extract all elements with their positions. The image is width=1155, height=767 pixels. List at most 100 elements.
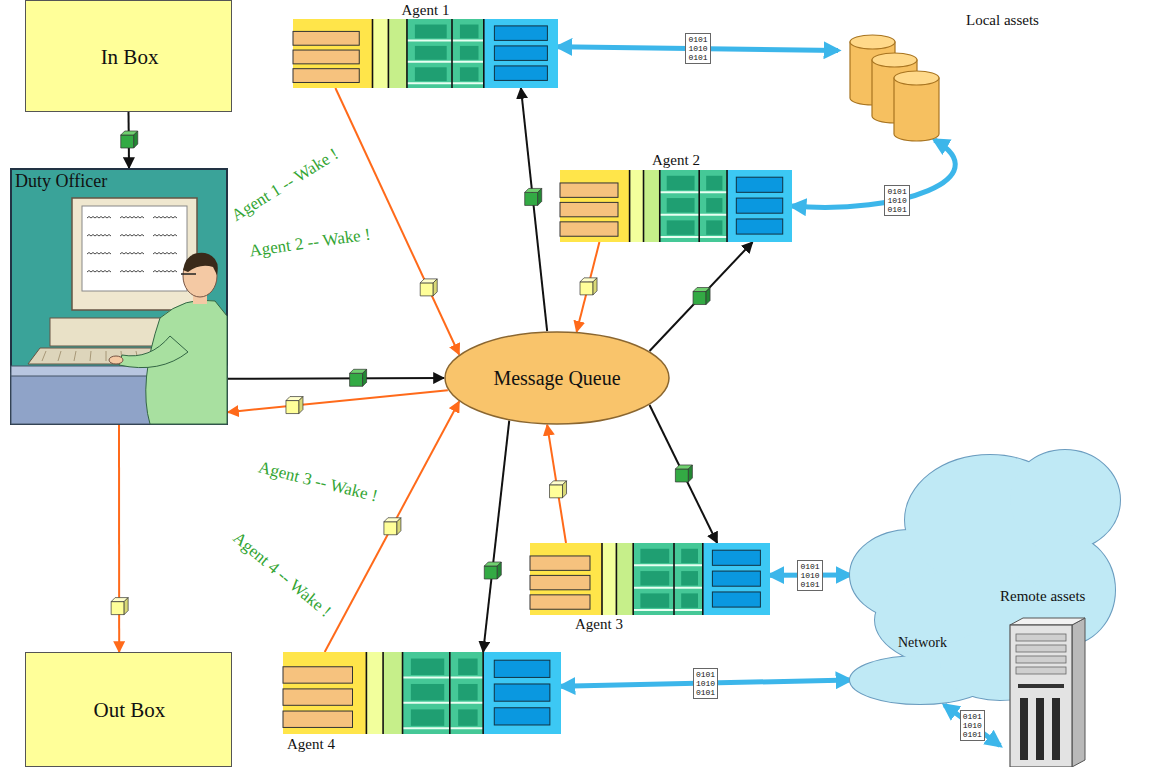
agent-band — [727, 170, 792, 242]
agent-divider — [482, 652, 484, 734]
officer-hair — [183, 253, 218, 275]
agent-gap — [407, 39, 484, 41]
agent-divider — [406, 19, 408, 88]
agent-cell — [411, 709, 444, 725]
node-label: Network — [898, 635, 947, 651]
message-cube — [688, 465, 692, 482]
wake-signal: Agent 1 -- Wake ! — [228, 144, 342, 225]
agent-graphic — [283, 652, 561, 734]
message-arrow — [335, 88, 459, 355]
agent-cell — [415, 25, 447, 39]
message-arrow — [547, 425, 566, 543]
message-cube — [299, 397, 303, 414]
agent-port — [736, 177, 782, 192]
screen-scribble — [87, 271, 111, 273]
agent: Agent 1 — [293, 2, 558, 88]
message-arrow — [228, 377, 444, 380]
agent-slot — [293, 50, 359, 64]
binary-data-label: 0101 1010 0101 — [960, 710, 985, 741]
agent-divider — [659, 170, 661, 242]
message-arrow — [483, 421, 509, 652]
agent-gap — [660, 236, 727, 238]
wake-signal: Agent 2 -- Wake ! — [248, 225, 372, 261]
agent-cell — [667, 176, 695, 190]
agent-port — [494, 66, 547, 80]
agent-divider — [702, 543, 704, 615]
node-label: Remote assets — [1000, 588, 1085, 605]
agent-divider — [616, 543, 618, 615]
message-cube — [384, 522, 397, 535]
screen-scribble — [153, 217, 177, 219]
server-slot — [1018, 684, 1064, 688]
message-cube — [363, 369, 367, 386]
node-label: Agent 3 — [575, 616, 623, 633]
agent-port — [712, 550, 760, 565]
agent-cell — [681, 571, 698, 585]
server-grille — [1052, 698, 1060, 760]
officer-arm — [119, 336, 188, 368]
message-cube — [538, 188, 542, 205]
keyboard-key — [74, 351, 76, 361]
message-cube — [134, 131, 138, 148]
message-cube — [706, 288, 710, 305]
local-assets: Local assets — [838, 12, 1068, 140]
screen-scribble — [87, 217, 111, 219]
agent-port — [494, 708, 550, 725]
agent-gap — [403, 727, 484, 729]
local-assets-drawing — [838, 12, 1068, 140]
agent: Agent 4 — [283, 652, 561, 756]
officer-hand — [109, 356, 123, 364]
agent-gap — [407, 82, 484, 84]
agent-port — [494, 46, 547, 60]
message-arrow — [521, 88, 547, 331]
binary-data-label: 0101 1010 0101 — [797, 560, 822, 591]
agent-divider — [673, 543, 675, 615]
agent-slot — [283, 711, 353, 727]
agent-divider — [726, 170, 728, 242]
keyboard-key — [90, 351, 91, 361]
agent-band — [703, 543, 770, 615]
agent-divider — [451, 19, 453, 88]
agent-gap — [403, 702, 484, 704]
message-cube — [433, 279, 437, 296]
message-cube — [675, 469, 688, 482]
agent-port — [494, 684, 550, 701]
server-grille — [1020, 698, 1028, 760]
data-link — [792, 140, 955, 207]
agent-port — [712, 592, 760, 607]
server-bay — [1016, 645, 1066, 652]
agent-port — [494, 660, 550, 677]
message-arrow — [650, 242, 753, 351]
agent-graphic — [293, 19, 558, 88]
agent-port — [736, 219, 782, 234]
node-label: Local assets — [966, 12, 1039, 29]
message-cube — [121, 135, 134, 148]
agent-cell — [706, 176, 722, 190]
wake-signal: Agent 4 -- Wake ! — [229, 528, 335, 621]
agent-slot — [293, 31, 359, 45]
agent-slot — [530, 575, 590, 589]
message-cube — [124, 598, 128, 615]
agent-cell — [411, 684, 444, 700]
agent-cell — [640, 571, 669, 585]
server-front — [1010, 625, 1072, 767]
message-queue: Message Queue — [444, 331, 670, 425]
agent-cell — [681, 549, 698, 563]
agent-band — [560, 170, 630, 242]
screen-scribble — [153, 271, 177, 273]
agent-gap — [660, 214, 727, 216]
agent-gap — [403, 676, 484, 678]
agent-band — [373, 19, 389, 88]
agent-band — [366, 652, 383, 734]
agent-band — [660, 170, 727, 242]
node-label: Out Box — [94, 698, 166, 722]
agent-port — [494, 26, 547, 40]
agent-band — [644, 170, 660, 242]
message-cube — [693, 292, 706, 305]
agent-graphic — [530, 543, 770, 615]
agent-band — [530, 543, 602, 615]
message-cube — [111, 602, 124, 615]
message-cube — [550, 485, 563, 498]
agent-gap — [633, 564, 703, 566]
message-cube — [497, 562, 501, 579]
